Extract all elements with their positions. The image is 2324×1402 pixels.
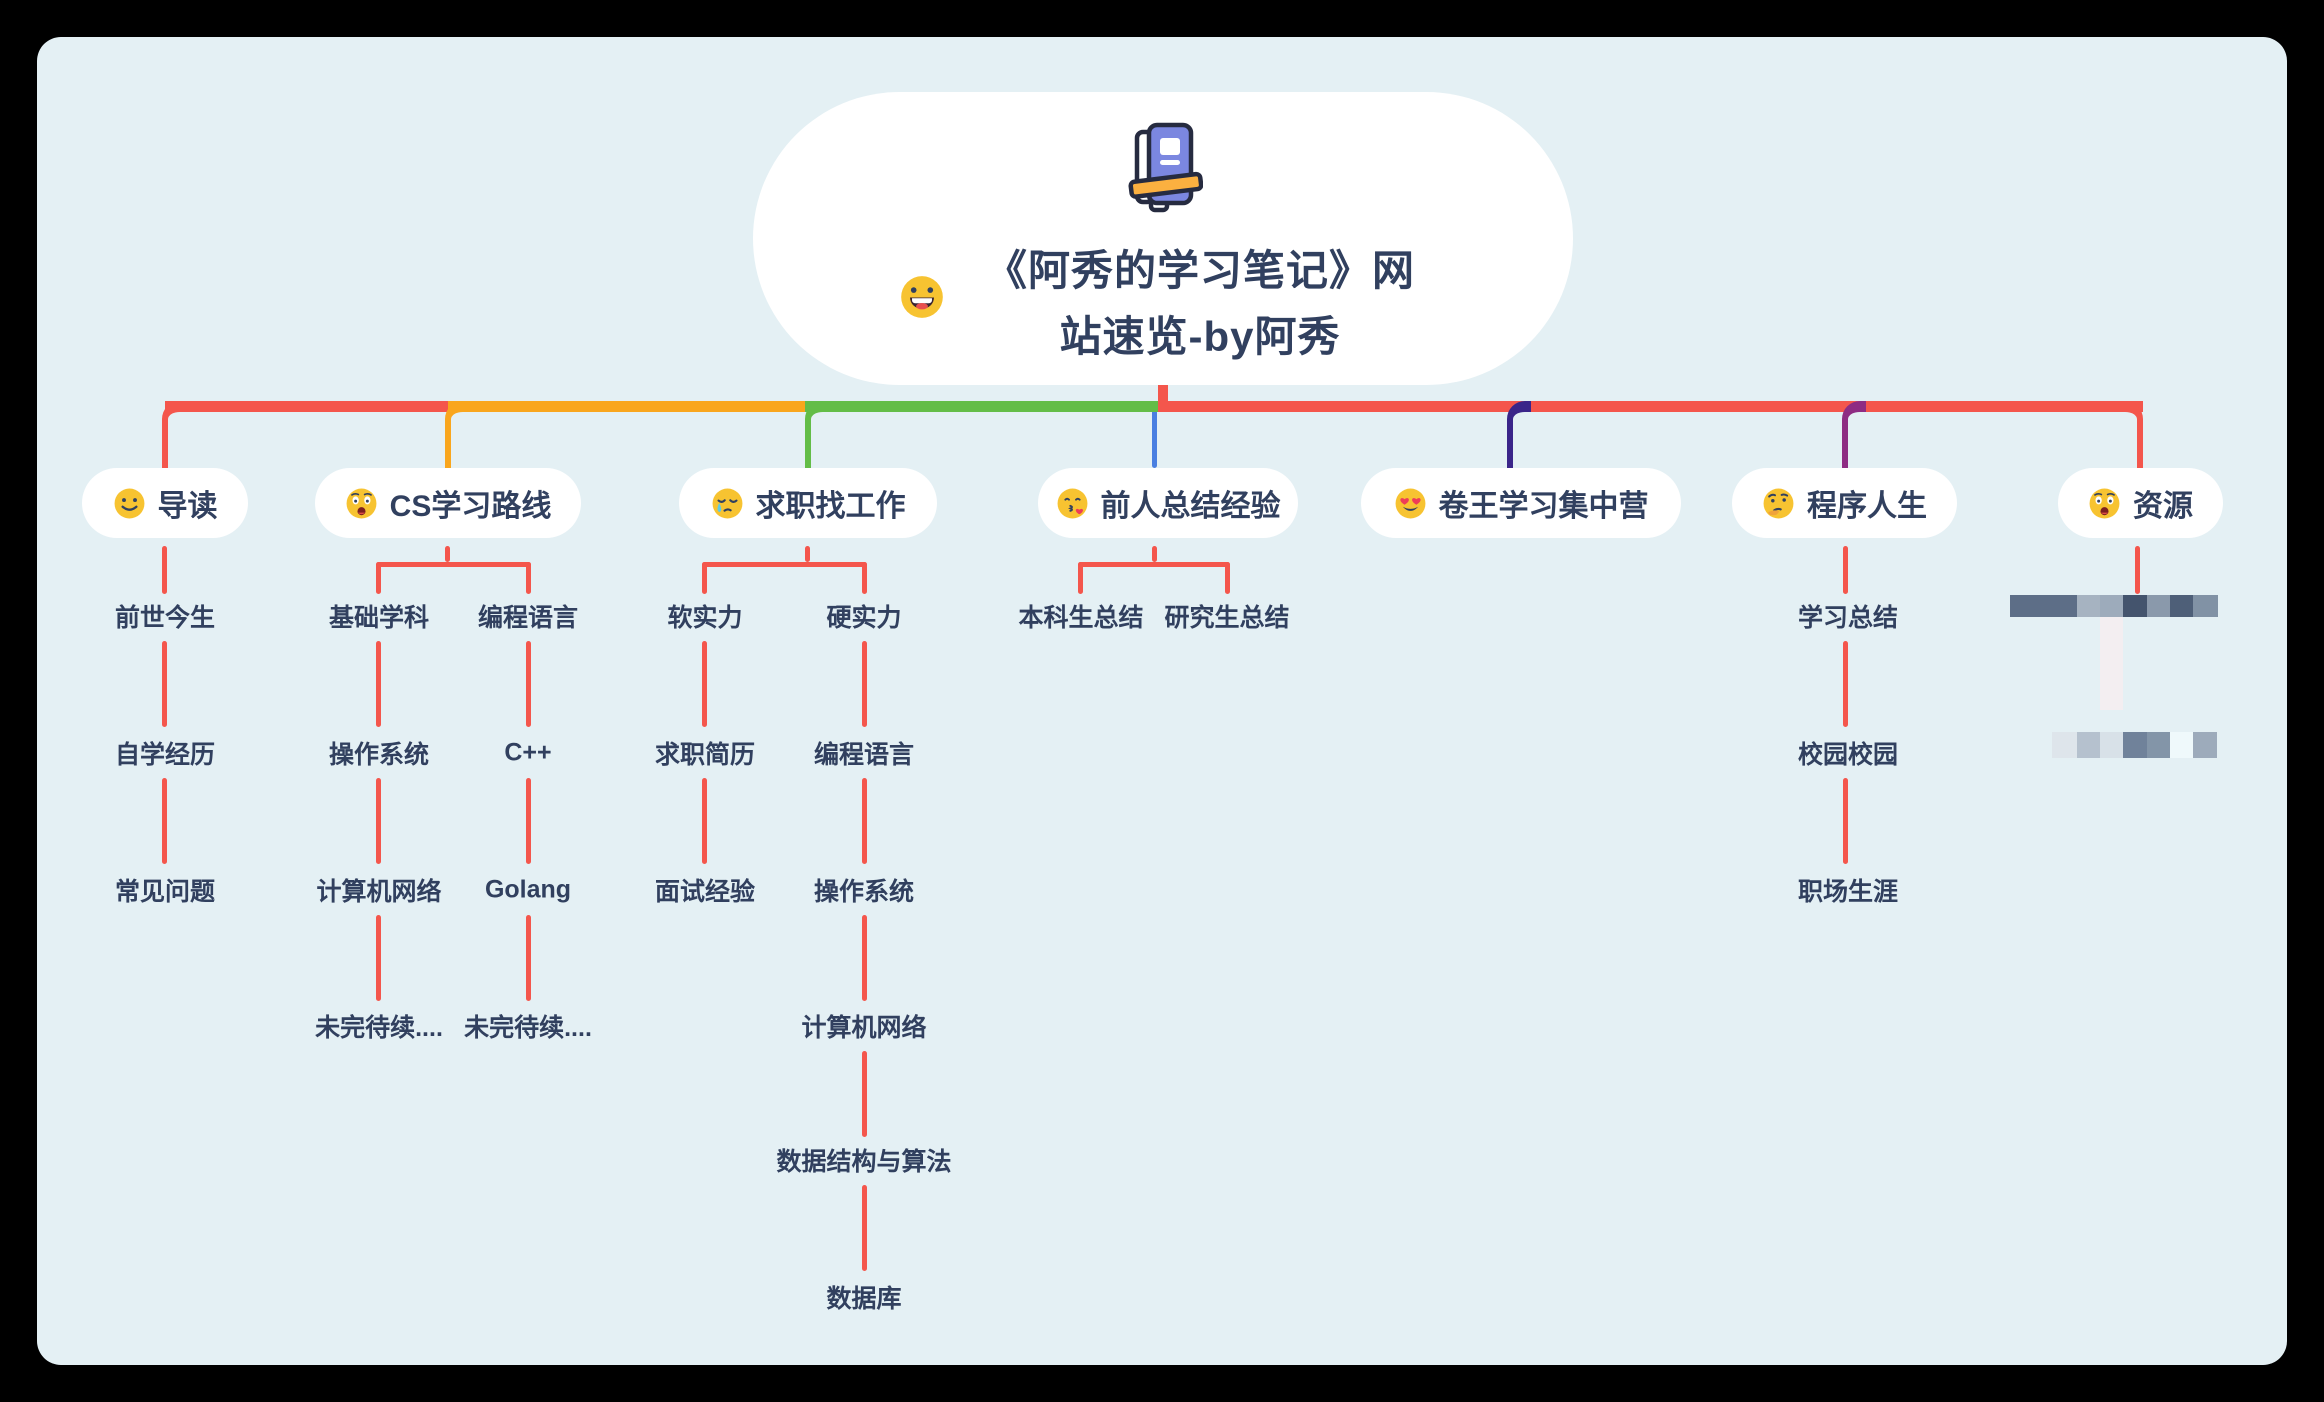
elbow-cs	[445, 401, 469, 468]
branch-bar-red-right	[1158, 401, 2143, 412]
child-topic[interactable]: 未完待续....	[464, 1014, 592, 1042]
connector-line	[526, 778, 531, 864]
child-topic[interactable]: 常见问题	[114, 878, 216, 906]
connector-line	[162, 641, 167, 727]
branch-label: 卷王学习集中营	[1438, 490, 1649, 523]
child-topic[interactable]: 面试经验	[654, 878, 756, 906]
child-topic[interactable]: 计算机网络	[801, 1014, 927, 1042]
child-topic[interactable]: 数据结构与算法	[776, 1148, 952, 1176]
connector-line	[1843, 641, 1848, 727]
child-topic[interactable]: 研究生总结	[1164, 604, 1290, 632]
connector-line	[376, 778, 381, 864]
branch-node-cs-route[interactable]: CS学习路线	[315, 468, 581, 538]
child-topic[interactable]: 未完待续....	[315, 1014, 443, 1042]
elbow-daodu	[162, 401, 186, 468]
child-topic[interactable]: 前世今生	[114, 604, 216, 632]
notebook-icon	[1127, 120, 1204, 216]
elbow-juanwang	[1507, 401, 1531, 468]
elbow-job	[805, 401, 829, 468]
branch-bar-orange	[448, 401, 808, 412]
branch-label: 求职找工作	[755, 490, 906, 523]
elbow-life	[1842, 401, 1866, 468]
root-trunk-line	[1158, 378, 1168, 406]
connector-line	[376, 562, 531, 567]
child-topic[interactable]: 职场生涯	[1797, 878, 1899, 906]
sleepy-face-icon	[711, 487, 744, 520]
connector-line	[526, 915, 531, 1001]
connector-line	[1843, 778, 1848, 864]
slightly-smiling-face-icon	[113, 487, 146, 520]
connector-line	[1078, 562, 1230, 567]
branch-node-daodu[interactable]: 导读	[82, 468, 248, 538]
child-topic[interactable]: Golang	[484, 875, 572, 904]
branch-bar-red	[165, 401, 451, 412]
branch-label: 前人总结经验	[1100, 490, 1281, 523]
connector-line	[445, 546, 450, 562]
child-topic[interactable]: 求职简历	[654, 741, 756, 769]
child-topic[interactable]: 操作系统	[328, 741, 430, 769]
drop-experience	[1152, 409, 1157, 468]
connector-line	[2135, 546, 2140, 594]
branch-label: 资源	[2133, 490, 2193, 523]
redacted-content-row	[2010, 595, 2218, 617]
child-topic[interactable]: 编程语言	[813, 741, 915, 769]
connector-line	[376, 915, 381, 1001]
root-title: 《阿秀的学习笔记》网 站速览-by阿秀	[950, 238, 1450, 370]
connector-line	[1843, 546, 1848, 594]
child-topic[interactable]: 本科生总结	[1018, 604, 1144, 632]
child-topic[interactable]: 编程语言	[477, 604, 579, 632]
connector-line	[526, 562, 531, 594]
connector-line	[702, 778, 707, 864]
branch-node-experience[interactable]: 前人总结经验	[1038, 468, 1298, 538]
branch-node-programmer-life[interactable]: 程序人生	[1732, 468, 1957, 538]
child-topic[interactable]: 自学经历	[114, 741, 216, 769]
connector-line	[162, 546, 167, 594]
connector-line	[805, 546, 810, 562]
heart-eyes-face-icon	[1394, 487, 1427, 520]
branch-label: 程序人生	[1807, 490, 1927, 523]
root-title-line1: 《阿秀的学习笔记》网	[984, 247, 1415, 294]
connector-line	[862, 1185, 867, 1271]
connector-line	[702, 562, 867, 567]
redacted-content-strip	[2100, 617, 2123, 710]
connector-line	[862, 778, 867, 864]
branch-label: CS学习路线	[389, 490, 552, 523]
child-topic[interactable]: 校园校园	[1797, 741, 1899, 769]
branch-node-juanwang-camp[interactable]: 卷王学习集中营	[1361, 468, 1681, 538]
child-topic[interactable]: 数据库	[826, 1285, 902, 1313]
connector-line	[1225, 562, 1230, 594]
connector-line	[1078, 562, 1083, 594]
child-topic[interactable]: 计算机网络	[316, 878, 442, 906]
child-topic[interactable]: 硬实力	[826, 604, 902, 632]
connector-line	[862, 562, 867, 594]
child-topic[interactable]: 基础学科	[328, 604, 430, 632]
connector-line	[862, 641, 867, 727]
connector-line	[862, 915, 867, 1001]
astonished-face-icon	[2088, 487, 2121, 520]
child-topic[interactable]: 操作系统	[813, 878, 915, 906]
connector-line	[702, 641, 707, 727]
root-title-line2: 站速览-by阿秀	[1059, 313, 1341, 360]
face-blowing-kiss-icon	[1056, 487, 1089, 520]
connector-line	[862, 1051, 867, 1137]
child-topic[interactable]: 软实力	[667, 604, 743, 632]
connector-line	[526, 641, 531, 727]
branch-label: 导读	[157, 490, 218, 523]
elbow-resources	[2119, 401, 2143, 468]
connector-line	[162, 778, 167, 864]
connector-line	[376, 641, 381, 727]
redacted-content-row	[2052, 732, 2217, 758]
child-topic[interactable]: C++	[504, 738, 552, 767]
connector-line	[376, 562, 381, 594]
grinning-face-icon	[899, 274, 945, 320]
connector-line	[1152, 546, 1157, 562]
astonished-face-icon	[345, 487, 378, 520]
connector-line	[702, 562, 707, 594]
child-topic[interactable]: 学习总结	[1797, 604, 1899, 632]
branch-node-resources[interactable]: 资源	[2058, 468, 2223, 538]
branch-bar-green	[805, 401, 1163, 412]
thinking-face-icon	[1762, 487, 1795, 520]
branch-node-job-hunt[interactable]: 求职找工作	[679, 468, 937, 538]
